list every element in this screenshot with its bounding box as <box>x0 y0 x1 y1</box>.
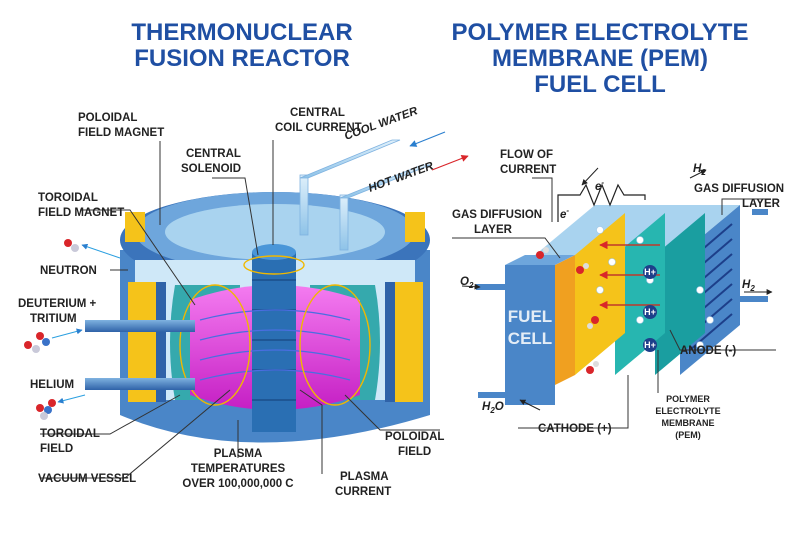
label-anode: ANODE (-) <box>680 345 736 357</box>
label-central-solenoid-1: CENTRAL <box>186 148 241 160</box>
cool-water-pipe-vertical <box>299 174 309 236</box>
label-plasma-temp-1: PLASMA <box>214 448 263 460</box>
label-h2-top: H2 <box>693 163 706 177</box>
label-toroidal-field-magnet-2: FIELD MAGNET <box>38 207 124 219</box>
proton-label-1: H+ <box>644 267 656 277</box>
label-central-solenoid-2: SOLENOID <box>181 163 241 175</box>
deuterium-pipe <box>85 320 195 332</box>
hot-water-arrow <box>431 154 469 171</box>
h2-outlet-pipe <box>740 296 768 302</box>
deuterium-particles <box>24 332 50 353</box>
proton-label-3: H+ <box>644 340 656 350</box>
label-plasma-temp-2: TEMPERATURES <box>191 463 286 475</box>
right-wall-layer <box>385 282 395 402</box>
h2o-outlet-pipe <box>478 392 508 398</box>
proton-label-2: H+ <box>644 307 656 317</box>
label-h2o: H2O <box>482 401 504 415</box>
external-circuit <box>557 183 646 222</box>
label-cathode: CATHODE (+) <box>538 423 612 435</box>
label-toroidal-field-magnet-1: TOROIDAL <box>38 192 98 204</box>
label-central-coil-current-1: CENTRAL <box>290 107 345 119</box>
cell-front-face <box>505 265 555 405</box>
fuel-cell-illustration <box>461 167 773 411</box>
label-helium: HELIUM <box>30 379 74 391</box>
h2-inlet-pipe <box>752 209 768 215</box>
label-pem-3: MEMBRANE <box>662 418 715 428</box>
left-wall-layer <box>156 282 166 402</box>
label-pem-2: ELECTROLYTE <box>655 406 720 416</box>
label-poloidal-field-1: POLOIDAL <box>385 431 444 443</box>
label-central-coil-current-2: COIL CURRENT <box>275 122 362 134</box>
label-toroidal-field-2: FIELD <box>40 443 73 455</box>
label-vacuum-vessel: VACUUM VESSEL <box>38 473 136 485</box>
label-gdl-left-1: GAS DIFFUSION <box>452 209 542 221</box>
label-electron-left: e- <box>560 206 569 221</box>
label-fuel-cell-1: FUEL <box>508 307 552 326</box>
label-electron-top: e- <box>595 178 604 193</box>
cool-water-arrow <box>409 131 446 147</box>
right-yellow-magnet <box>395 282 423 402</box>
label-pem-1: POLYMER <box>666 394 710 404</box>
pem-title-line2: MEMBRANE (PEM) <box>492 45 708 72</box>
label-poloidal-field-magnet-1: POLOIDAL <box>78 112 137 124</box>
label-fuel-cell-2: CELL <box>508 329 552 348</box>
label-deuterium-2: TRITIUM <box>30 313 77 325</box>
label-poloidal-field-2: FIELD <box>398 446 431 458</box>
pem-title-line3: FUEL CELL <box>534 71 666 98</box>
label-poloidal-field-magnet-2: FIELD MAGNET <box>78 127 164 139</box>
reactor-title-line1: THERMONUCLEAR <box>131 19 352 46</box>
cathode-edge <box>555 255 575 385</box>
neutron-particle <box>64 239 79 252</box>
label-h2: H2 <box>742 279 755 293</box>
label-plasma-temp-3: OVER 100,000,000 C <box>182 478 293 490</box>
label-flow-of-current-1: FLOW OF <box>500 149 553 161</box>
top-left-coil <box>125 212 145 242</box>
label-neutron: NEUTRON <box>40 265 97 277</box>
label-flow-of-current-2: CURRENT <box>500 164 556 176</box>
label-plasma-current-1: PLASMA <box>340 471 389 483</box>
plasma-field-lines <box>199 309 351 381</box>
label-deuterium-1: DEUTERIUM + <box>18 298 97 310</box>
pem-membrane <box>615 213 665 375</box>
o2-inlet-pipe <box>476 284 506 290</box>
hot-water-pipe-vertical <box>339 194 349 251</box>
anode-gdl <box>655 213 705 375</box>
pem-title-line1: POLYMER ELECTROLYTE <box>452 19 749 46</box>
cool-water-pipe <box>299 139 401 179</box>
label-gdl-right-1: GAS DIFFUSION <box>694 183 784 195</box>
label-gdl-right-2: LAYER <box>742 198 781 210</box>
proton-markers <box>643 265 657 352</box>
fusion-reactor-illustration <box>24 131 469 443</box>
helium-pipe <box>85 378 195 390</box>
central-solenoid <box>252 252 296 432</box>
reactor-top-inner <box>165 204 385 260</box>
reactor-title-line2: FUSION REACTOR <box>134 45 350 72</box>
water-molecules <box>536 247 599 374</box>
reactor-leader-lines <box>40 140 440 479</box>
label-toroidal-field-1: TOROIDAL <box>40 428 100 440</box>
fuel-cell-leader-lines <box>452 177 776 429</box>
cathode-catalyst <box>575 213 625 375</box>
label-hot-water: HOT WATER <box>367 160 436 195</box>
label-pem-4: (PEM) <box>675 430 701 440</box>
label-gdl-left-2: LAYER <box>474 224 513 236</box>
hot-water-pipe <box>339 164 431 199</box>
helium-particles <box>36 399 56 420</box>
top-right-coil <box>405 212 425 242</box>
label-o2: O2 <box>460 276 474 290</box>
label-plasma-current-2: CURRENT <box>335 486 391 498</box>
poloidal-field-loops <box>179 255 371 406</box>
